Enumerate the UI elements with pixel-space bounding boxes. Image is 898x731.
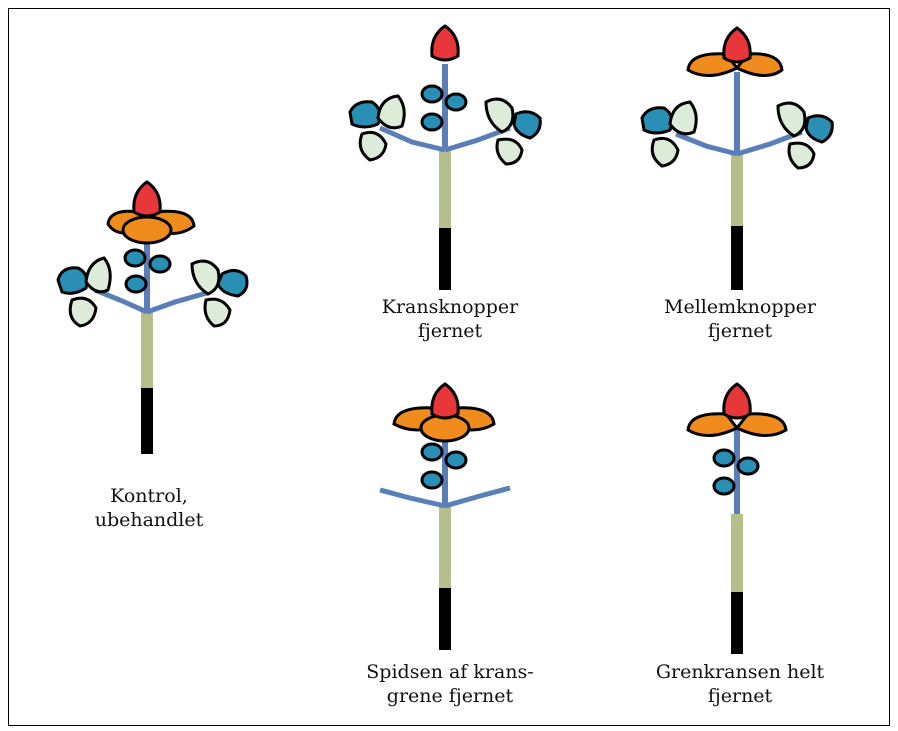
plant-kransknopper [350,26,540,290]
caption-mellemknopper: Mellemknopper fjernet [650,295,830,343]
leaf-pale [670,102,696,134]
small-bud [714,450,734,466]
small-bud [422,472,442,488]
stem-olive [439,506,451,588]
bud-red [724,384,750,418]
caption-line: ubehandlet [74,508,224,532]
caption-spidsen: Spidsen af krans- grene fjernet [355,660,545,708]
caption-kransknopper: Kransknopper fjernet [365,295,535,343]
stem-black [731,226,743,290]
bud-blue [642,108,672,133]
small-bud [126,276,146,292]
leaf-pale [497,139,522,164]
leaf-pale [70,298,96,326]
caption-line: Grenkransen helt [645,660,835,684]
leaf-pale [652,138,678,166]
stem-olive [141,312,153,388]
plant-kontrol [58,182,247,454]
stem-black [731,592,743,654]
petal-orange-center [123,217,171,243]
caption-line: Mellemknopper [650,295,830,319]
stem-black [439,228,451,290]
leaf-pale [205,299,230,326]
branch-left [676,134,737,154]
caption-line: Kransknopper [365,295,535,319]
small-bud [446,452,466,468]
leaf-pale [778,103,805,136]
stem-black [141,388,153,454]
branch-left [95,290,147,312]
caption-line: grene fjernet [355,684,545,708]
small-bud [422,86,442,102]
branch-right [147,292,210,312]
bud-red [724,28,750,62]
stem-black [439,588,451,650]
small-bud [446,94,466,110]
bud-red [432,384,458,418]
caption-line: Spidsen af krans- [355,660,545,684]
caption-line: Kontrol, [74,484,224,508]
caption-line: fjernet [645,684,835,708]
bud-blue [806,116,832,142]
small-bud [422,114,442,130]
caption-grenkransen: Grenkransen helt fjernet [645,660,835,708]
plant-mellemknopper [642,28,832,290]
bud-red [432,26,458,60]
small-bud [150,256,170,272]
branch-right [445,488,510,506]
leaf-pale [486,99,513,132]
small-bud [738,458,758,474]
leaf-pale [86,258,110,292]
branch-left [380,490,445,506]
bud-blue [350,102,380,127]
caption-kontrol: Kontrol, ubehandlet [74,484,224,532]
stem-olive [731,514,743,592]
bud-blue [218,270,247,296]
leaf-pale [789,143,814,168]
caption-line: fjernet [650,319,830,343]
bud-blue [58,268,87,294]
small-bud [125,250,145,266]
small-bud [422,444,442,460]
stem-olive [731,154,743,226]
leaf-pale [192,261,219,294]
stem-olive [439,150,451,228]
plant-spidsen [380,384,510,650]
leaf-pale [360,132,386,160]
small-bud [714,478,734,494]
bud-blue [514,112,540,138]
bud-red [134,182,160,216]
leaf-pale [378,96,404,128]
caption-line: fjernet [365,319,535,343]
plant-grenkransen [688,384,786,654]
branch-left [380,128,445,150]
